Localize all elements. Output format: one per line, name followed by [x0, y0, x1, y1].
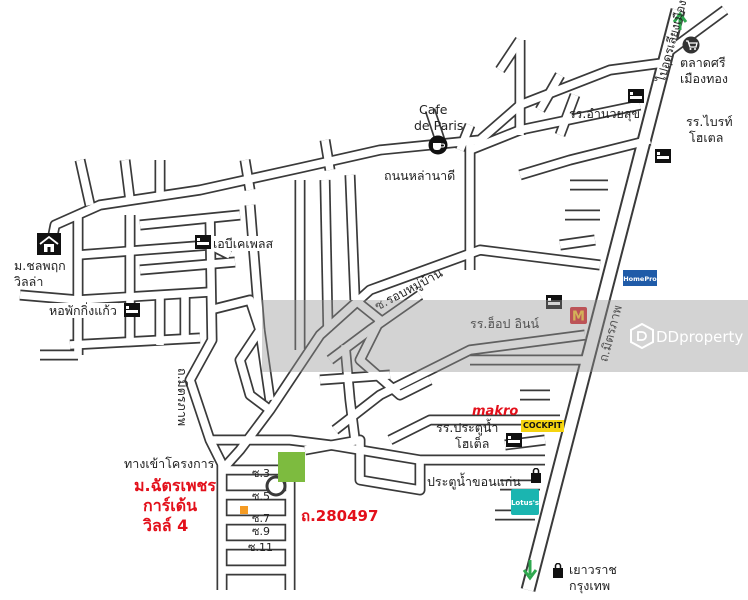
bed-icon	[506, 432, 522, 451]
road-number-label: ถ.280497	[301, 507, 379, 525]
makro-label: makro	[472, 404, 519, 419]
cafe-label-line1: Cafe	[419, 102, 448, 117]
lotus-logo-icon: Lotus's	[511, 489, 539, 519]
entrance-label: ทางเข้าโครงการ	[124, 456, 215, 471]
soi-11-label: ซ.11	[248, 541, 273, 554]
shopping-bag-icon	[529, 467, 543, 488]
shopping-cart-icon	[682, 36, 700, 58]
svg-text:M: M	[572, 310, 585, 325]
homepro-logo-icon: HomePro	[623, 270, 657, 290]
bed-icon	[655, 148, 671, 167]
cafe-label-line2: de Paris	[414, 118, 464, 133]
mcdonalds-icon: M	[570, 307, 587, 328]
watermark-text: DDproperty	[656, 328, 744, 346]
yaowarat-label-line1: เยาวราช	[569, 562, 617, 577]
pratunam-label-line1: รร.ประตูน้ำ	[436, 420, 499, 435]
project-marker	[240, 506, 248, 514]
ddproperty-logo-icon	[630, 322, 654, 353]
bed-icon	[628, 88, 644, 107]
cholpruek-label-line2: วิลล่า	[14, 274, 44, 289]
svg-text:Lotus's: Lotus's	[511, 499, 539, 507]
ab-place-label: เอบีเคเพลส	[212, 236, 275, 251]
talad-label-line2: เมืองทอง	[680, 71, 728, 86]
soi-7-label: ซ.7	[252, 512, 270, 525]
coffee-cup-icon	[428, 135, 448, 159]
amnuay-label: รร.อำนวยสุข	[569, 106, 640, 121]
pratunam-label-line2: โฮเต็ล	[455, 436, 490, 451]
lanna-road-label: ถนนหล่านาดี	[383, 168, 457, 183]
soi-3-label: ซ.3	[252, 467, 270, 480]
pratunam-market-label: ประตูน้ำขอนแก่น	[427, 474, 521, 489]
cockpit-label: COCKPIT	[521, 420, 565, 432]
project-name-line2: การ์เด้น	[143, 496, 198, 515]
soi-5-label: ซ.5	[252, 490, 270, 503]
up-arrow-icon	[672, 11, 688, 30]
svg-text:HomePro: HomePro	[623, 275, 657, 283]
bright-label-line2: โฮเตล	[689, 130, 724, 145]
house-icon	[37, 233, 61, 259]
talad-label-line1: ตลาดศรี	[680, 55, 726, 70]
dorm-king-label: หอพักกิ่งแก้ว	[48, 303, 118, 318]
project-name-line3: วิลล์ 4	[143, 516, 189, 535]
bed-icon	[124, 302, 140, 321]
cholpruek-label-line1: ม.ชลพฤก	[14, 258, 66, 273]
project-plot	[278, 452, 305, 482]
watermark-band	[262, 300, 748, 372]
project-name-line1: ม.ฉัตรเพชร	[134, 476, 216, 495]
bed-icon	[195, 234, 211, 253]
hotel-hop-label: รร.ฮ็อป อินน์	[470, 316, 540, 331]
down-arrow-icon	[522, 560, 538, 581]
yaowarat-label-line2: กรุงเทพ	[569, 578, 611, 593]
shopping-bag-icon	[551, 562, 565, 583]
bed-icon	[546, 294, 562, 313]
ratchapruek-label: ถ.มิตรภาพ	[175, 368, 190, 427]
bright-label-line1: รร.ไบรท์	[686, 114, 733, 129]
soi-9-label: ซ.9	[252, 525, 270, 538]
